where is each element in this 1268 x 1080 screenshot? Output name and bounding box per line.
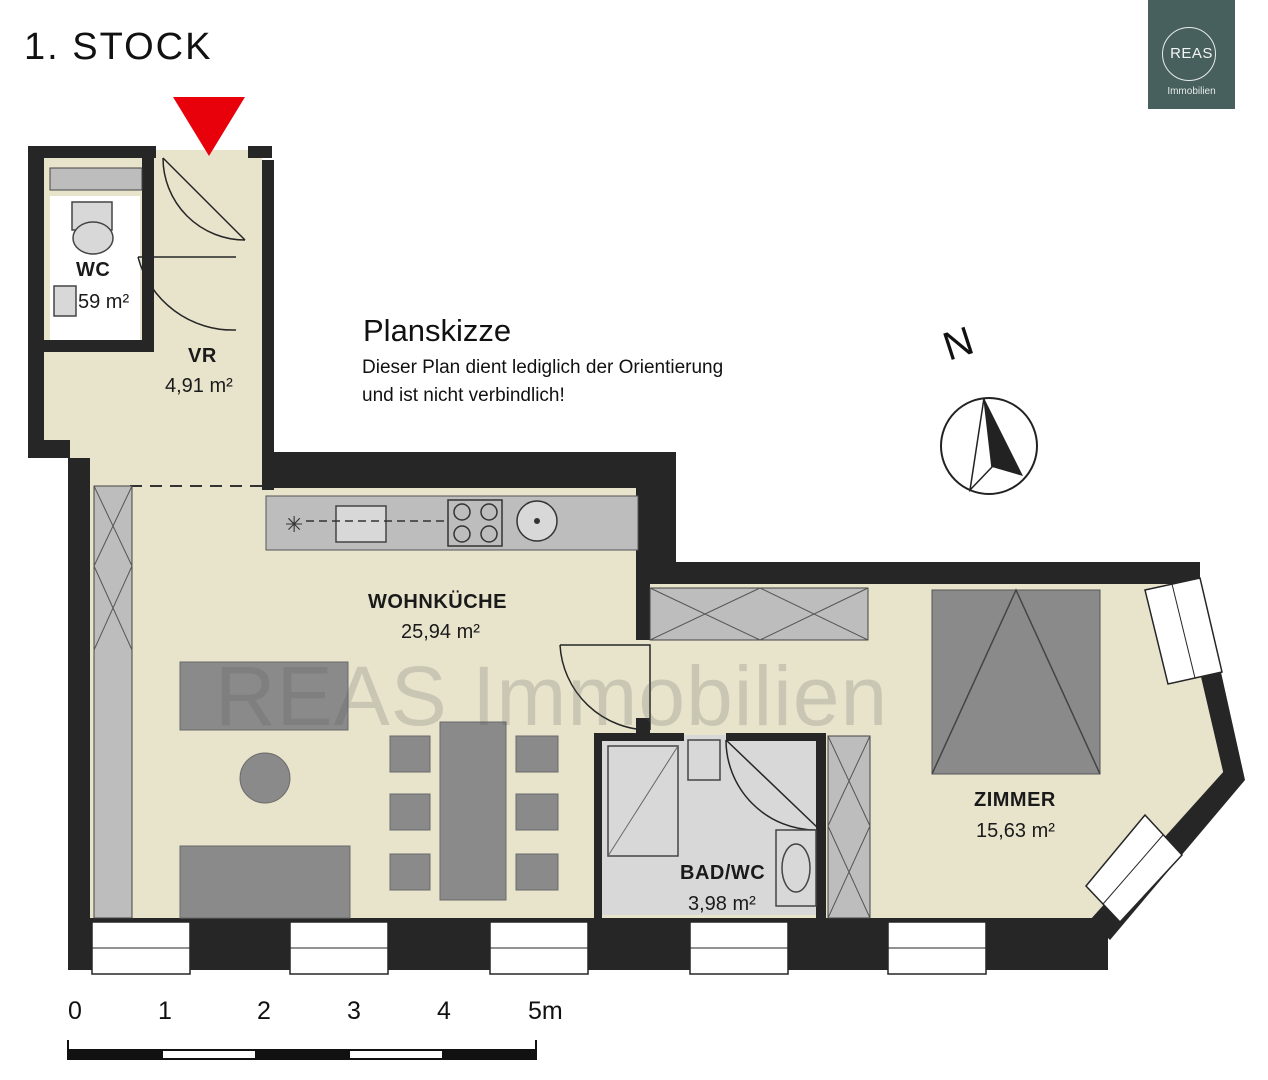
living-furniture xyxy=(179,661,559,919)
doors xyxy=(137,157,821,831)
scale-label-5m: 5m xyxy=(528,997,563,1025)
compass-needle-dark xyxy=(984,398,1023,476)
watermark: REAS Immobilien xyxy=(215,649,889,743)
scale-label-1: 1 xyxy=(158,997,172,1025)
room-name-wc: WC xyxy=(76,259,111,281)
compass-needle-light xyxy=(968,397,993,493)
room-name-zimmer: ZIMMER xyxy=(974,789,1056,811)
cooktop xyxy=(447,499,503,547)
cabinet-crosses xyxy=(93,485,871,919)
floor-title: 1. STOCK xyxy=(24,26,213,68)
room-name-wohnkueche: WOHNKÜCHE xyxy=(368,591,507,613)
walls xyxy=(28,146,1245,970)
bed xyxy=(931,588,1101,775)
scale-label-0: 0 xyxy=(68,997,82,1025)
bathroom-fixtures xyxy=(53,201,817,907)
logo-name: REAS xyxy=(1170,45,1213,62)
room-area-bad: 3,98 m² xyxy=(688,893,756,915)
room-area-wohnkueche: 25,94 m² xyxy=(401,621,480,643)
room-area-zimmer: 15,63 m² xyxy=(976,820,1055,842)
plan-note-line-1: Dieser Plan dient lediglich der Orientie… xyxy=(362,357,724,378)
plan-note-line-2: und ist nicht verbindlich! xyxy=(362,385,565,406)
scale-label-2: 2 xyxy=(257,997,271,1025)
room-area-vr: 4,91 m² xyxy=(165,375,233,397)
logo-subtitle: Immobilien xyxy=(1167,86,1216,97)
cabinets xyxy=(49,167,871,919)
shower-diagonal xyxy=(607,745,679,857)
sink xyxy=(335,505,387,543)
oven-dial-center xyxy=(534,518,540,524)
logo-ring xyxy=(1162,27,1216,81)
scale-label-4: 4 xyxy=(437,997,451,1025)
scale-label-3: 3 xyxy=(347,997,361,1025)
room-area-wc: 59 m² xyxy=(78,291,130,313)
kitchen-counter xyxy=(265,495,639,551)
logo: REAS Immobilien xyxy=(1148,0,1235,109)
window-mullions xyxy=(92,583,1196,949)
plan-note-title: Planskizze xyxy=(363,313,512,348)
scale-bar xyxy=(67,1040,537,1060)
room-name-vr: VR xyxy=(188,345,217,367)
entrance-marker xyxy=(173,97,245,156)
fridge-star: ✳ xyxy=(285,513,303,538)
room-name-bad: BAD/WC xyxy=(680,862,766,884)
